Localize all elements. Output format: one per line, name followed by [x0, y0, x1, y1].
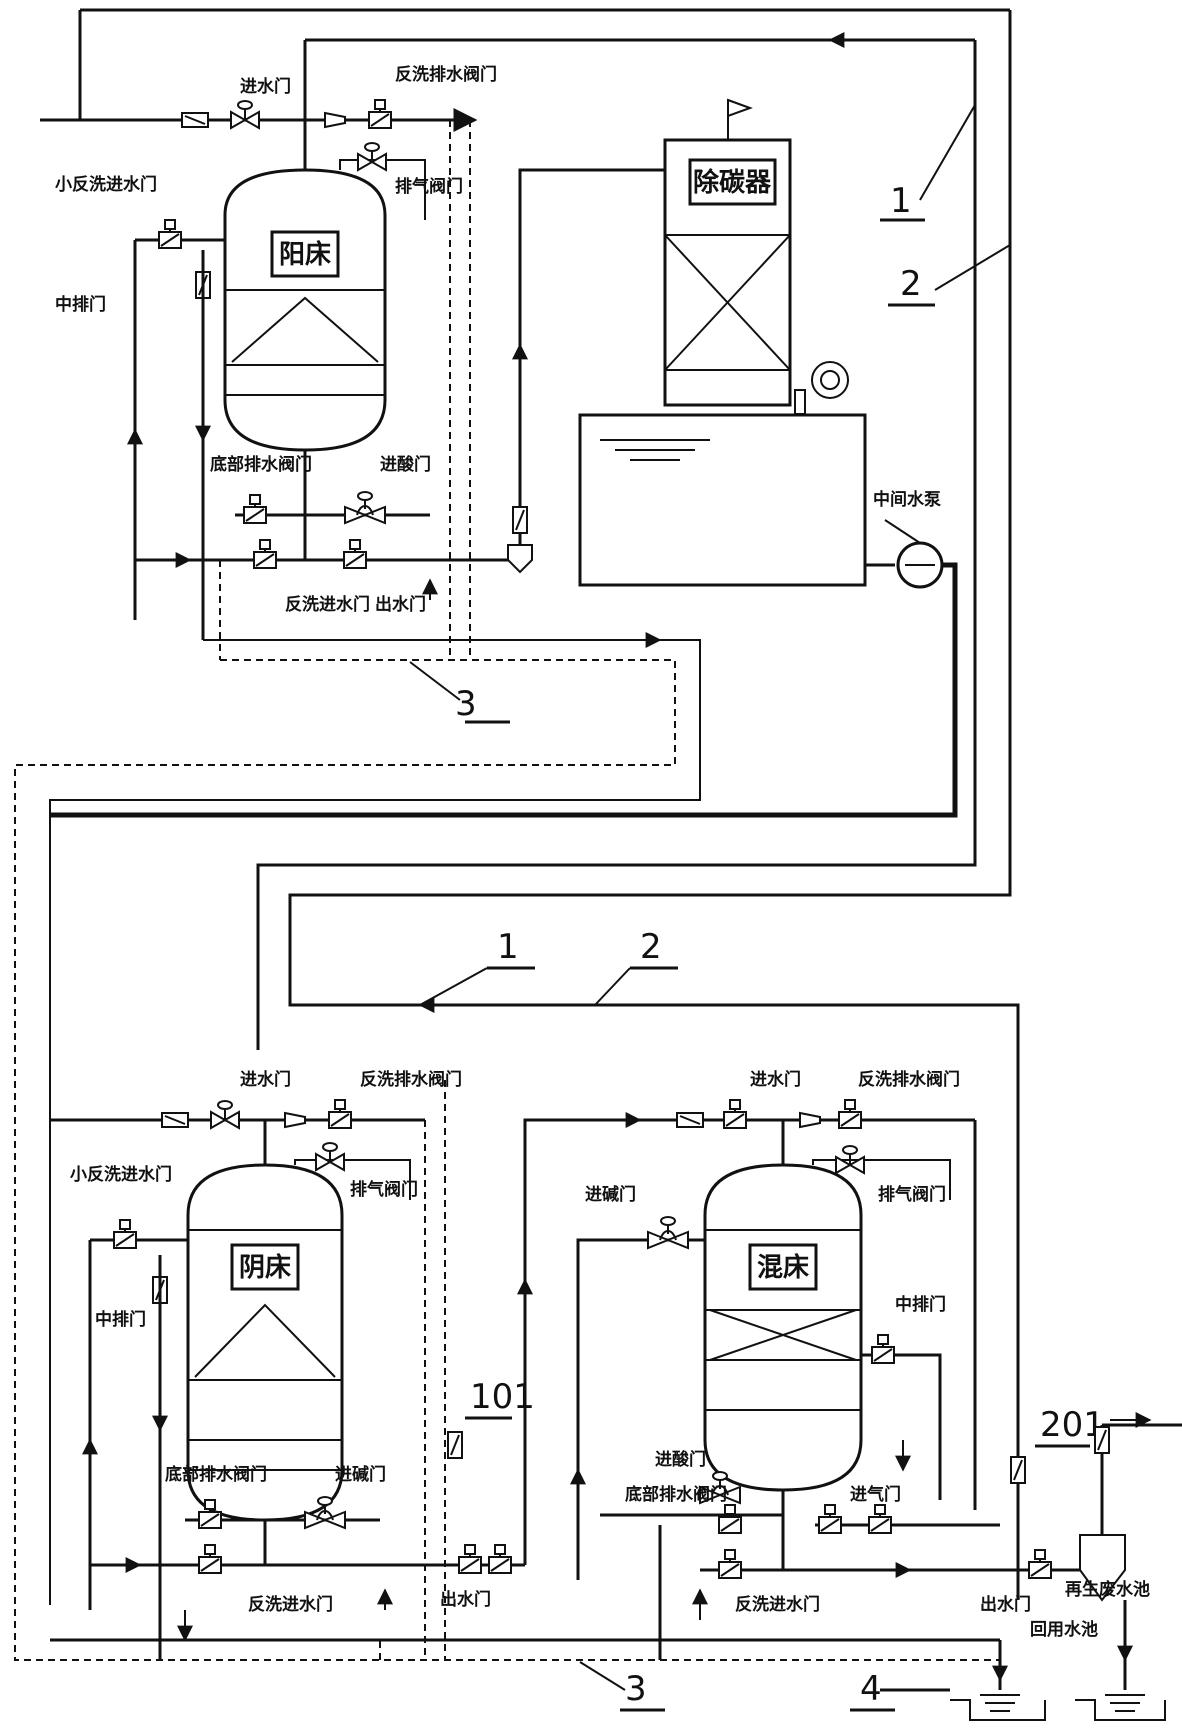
waste-pool-label: 再生废水池	[1065, 1579, 1150, 1600]
decarbonator-unit: 除碳器 中间水泵	[50, 98, 958, 818]
cation-bed-label: 阳床	[279, 239, 331, 270]
reuse-pool-label: 回用水池	[1030, 1619, 1098, 1640]
cation-acid-inlet-valve-label: 进酸门	[380, 454, 431, 475]
cation-outlet-valve-label: 出水门	[375, 594, 426, 615]
mixed-outlet-valve-label: 出水门	[980, 1594, 1031, 1615]
anion-bed-label: 阴床	[239, 1252, 291, 1283]
anion-middle-drain-valve-label: 中排门	[95, 1309, 146, 1330]
mixed-bed-vessel	[703, 1163, 863, 1492]
mixed-bottom-drain-valve-label: 底部排水阀门	[625, 1484, 727, 1505]
anion-backwash-drain-valve-label: 反洗排水阀门	[360, 1069, 462, 1090]
cation-bottom-drain-valve-label: 底部排水阀门	[210, 454, 312, 475]
cation-bed-label-box	[270, 230, 340, 278]
cation-bed-unit: 阳床 进水门 反洗排水阀门 排气阀门 小反洗进水门 中排门 底部排水阀门	[14, 8, 1010, 1661]
anion-bed-unit: 阴床 进水门 反洗排水阀门 排气阀门 小反洗进水门 中排门 底部排水阀门 进碱门	[50, 1069, 690, 1660]
anion-backwash-inlet-valve-label: 反洗进水门	[248, 1594, 333, 1615]
mixed-middle-drain-valve-label: 中排门	[895, 1294, 946, 1315]
decarbonator-tank	[578, 413, 867, 587]
cation-backwash-drain-valve-label: 反洗排水阀门	[395, 64, 497, 85]
anion-alkali-inlet-valve-label: 进碱门	[335, 1464, 386, 1485]
anion-vent-valve-label: 排气阀门	[350, 1179, 418, 1200]
mixed-bed-label: 混床	[757, 1252, 809, 1283]
mixed-backwash-inlet-valve-label: 反洗进水门	[735, 1594, 820, 1615]
mixed-acid-inlet-valve-label: 进酸门	[655, 1449, 706, 1470]
mixed-air-inlet-valve-label: 进气门	[850, 1484, 901, 1505]
cation-inlet-valve-label: 进水门	[240, 76, 291, 97]
cation-middle-drain-valve-label: 中排门	[55, 294, 106, 315]
intermediate-pump-label: 中间水泵	[873, 489, 941, 510]
mixed-backwash-drain-valve-label: 反洗排水阀门	[858, 1069, 960, 1090]
decarbonator-label: 除碳器	[693, 167, 772, 198]
anion-small-backwash-inlet-valve-label: 小反洗进水门	[70, 1164, 172, 1185]
anion-bottom-drain-valve-label: 底部排水阀门	[165, 1464, 267, 1485]
cation-bed-vessel	[223, 168, 387, 452]
line-tag-3-top: 3	[455, 684, 477, 724]
mixed-inlet-valve-label: 进水门	[750, 1069, 801, 1090]
anion-inlet-valve-label: 进水门	[240, 1069, 291, 1090]
line-tag-4: 4	[860, 1669, 882, 1709]
cation-vent-valve-label: 排气阀门	[395, 176, 463, 197]
cation-backwash-inlet-valve-label: 反洗进水门	[285, 594, 370, 615]
line-tag-1-top: 1	[890, 181, 912, 221]
anion-meter-tag: 101	[470, 1377, 535, 1417]
line-tag-1-mid: 1	[497, 927, 519, 967]
mixed-vent-valve-label: 排气阀门	[878, 1184, 946, 1205]
cation-small-backwash-inlet-valve-label: 小反洗进水门	[55, 174, 157, 195]
line-tag-3-bottom: 3	[625, 1669, 647, 1709]
anion-outlet-valve-label: 出水门	[440, 1589, 491, 1610]
mixed-alkali-inlet-valve-label: 进碱门	[585, 1184, 636, 1205]
line-tag-2-top: 2	[900, 264, 922, 304]
line-tag-2-mid: 2	[640, 927, 662, 967]
mixed-bed-unit: 混床 进水门 反洗排水阀门 排气阀门 进碱门 中排门 进酸门 底部排水阀门 进气…	[570, 1069, 1182, 1690]
